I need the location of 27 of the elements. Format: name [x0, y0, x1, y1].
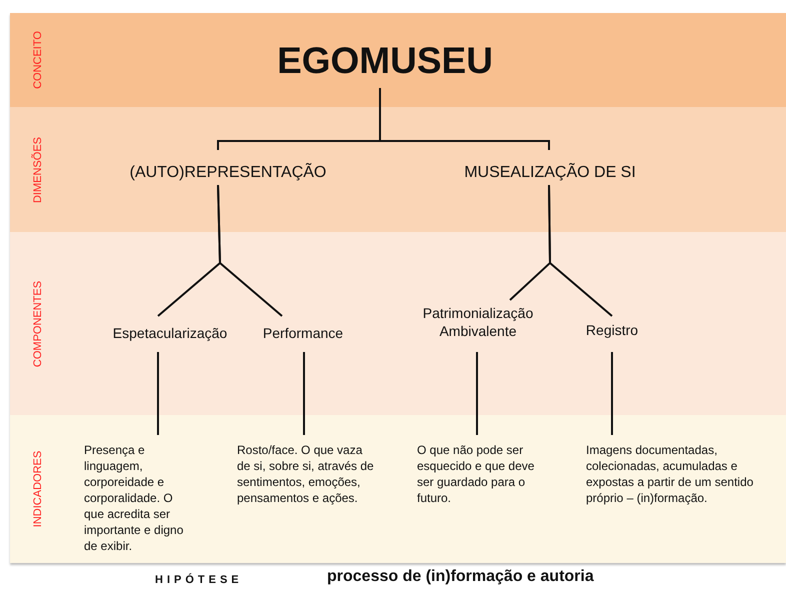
component-label: Registro [572, 321, 652, 339]
indicator-text: Rosto/face. O que vaza de si, sobre si, através de sentimentos, emoções, pensamentos e ações. [237, 442, 375, 522]
component-label: Patrimonialização Ambivalente [408, 304, 548, 340]
row-band [10, 232, 786, 415]
row-label: CONCEITO [32, 31, 44, 89]
dimension-label: (AUTO)REPRESENTAÇÃO [118, 163, 338, 183]
indicator-text: O que não pode ser esquecido e que deve ser guardado para o futuro. [417, 442, 535, 506]
component-label: Espetacularização [100, 324, 240, 342]
row-band [10, 415, 786, 563]
concept-title: EGOMUSEU [270, 36, 500, 86]
row-label: INDICADORES [32, 450, 44, 528]
row-band [10, 13, 786, 107]
hypothesis-text: processo de (in)formação e autoria [327, 568, 594, 586]
connector-line [611, 352, 613, 435]
component-label: Performance [250, 324, 356, 342]
connector-line [217, 184, 283, 317]
connector-line [476, 352, 478, 435]
connector-line [157, 352, 159, 435]
indicator-text: Imagens documentadas, colecionadas, acumuladas e expostas a partir de um sentido próprio – (in)formação. [586, 442, 781, 506]
dimension-label: MUSEALIZAÇÃO DE SI [448, 163, 652, 183]
row-band [10, 107, 786, 232]
hypothesis-label: HIPÓTESE [155, 574, 243, 586]
row-label: DIMENSÕES [32, 136, 44, 202]
row-label: COMPONENTES [32, 280, 44, 367]
indicator-text: Presença e linguagem, corporeidade e corporalidade. O que acredita ser importante e digno de exibir. [84, 442, 196, 554]
connector-line [303, 352, 305, 435]
connector-line [548, 184, 613, 317]
